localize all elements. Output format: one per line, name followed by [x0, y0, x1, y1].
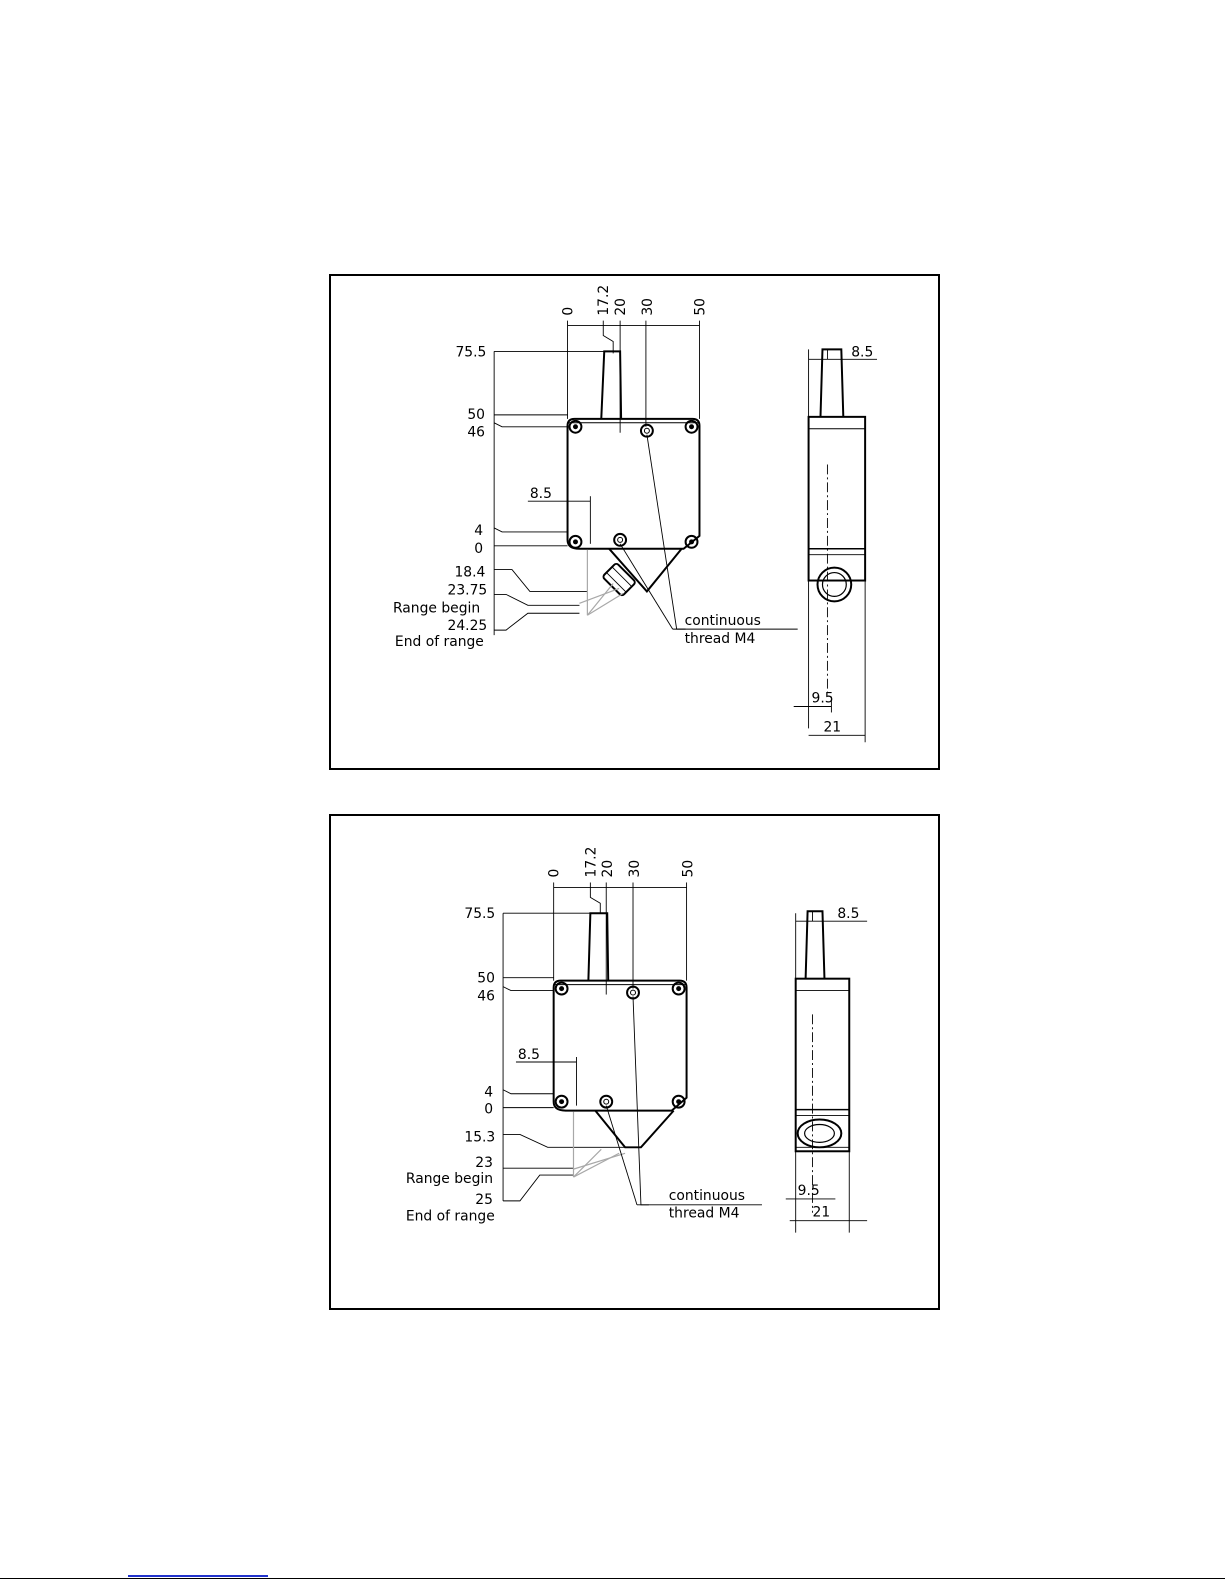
dim-y-75-5: 75.5: [464, 906, 495, 922]
dim-x-50: 50: [692, 298, 708, 316]
dim-y-18-4: 18.4: [454, 565, 485, 581]
dim-y-0: 0: [484, 1102, 493, 1118]
side-dim-8-5: 8.5: [851, 344, 873, 360]
dim-y-23-75: 23.75: [448, 582, 488, 598]
page-footer-rule: [0, 1578, 1225, 1579]
dim-x-0: 0: [561, 307, 577, 316]
thread-hole-icon: [614, 425, 653, 546]
dim-x-20: 20: [613, 298, 629, 316]
dim-y-50: 50: [467, 407, 485, 423]
side-view: 8.5 9.5 21: [794, 344, 877, 742]
dim-y-4: 4: [474, 523, 483, 539]
side-dim-9-5: 9.5: [798, 1183, 820, 1199]
screw-icon: [570, 421, 698, 548]
dim-8-5: 8.5: [530, 486, 552, 502]
note-thread-m4: thread M4: [685, 631, 756, 647]
dim-y-46: 46: [467, 425, 485, 441]
dim-x-20: 20: [600, 860, 616, 878]
dim-y-0: 0: [474, 541, 483, 557]
footer-link-underline: [128, 1575, 268, 1577]
drawing-panel-2: 0 17.2 20 30 50 75.5 50 46 8.5 4 0 15.3 …: [329, 814, 940, 1310]
screw-icon: [556, 983, 685, 1108]
side-view: 8.5 9.5 21: [786, 906, 867, 1232]
dim-x-50: 50: [681, 860, 697, 878]
dim-x-0: 0: [547, 869, 563, 878]
side-dim-9-5: 9.5: [812, 691, 834, 707]
label-range-begin: Range begin: [406, 1171, 493, 1187]
note-continuous: continuous: [669, 1188, 745, 1204]
note-continuous: continuous: [685, 613, 761, 629]
dim-x-17-2: 17.2: [583, 847, 599, 878]
dim-y-15-3: 15.3: [464, 1129, 495, 1145]
dim-x-30: 30: [640, 298, 656, 316]
technical-drawing-1: 0 17.2 20 30 50 75.5 50 46 8.5 4 0 18.4 …: [331, 276, 938, 768]
dim-y-75-5: 75.5: [455, 344, 486, 360]
side-dim-21: 21: [823, 719, 841, 735]
label-end-of-range: End of range: [406, 1209, 495, 1225]
side-dim-8-5: 8.5: [837, 906, 859, 922]
sensor-body: [568, 419, 700, 549]
dim-x-30: 30: [627, 860, 643, 878]
dim-y-25: 25: [475, 1192, 493, 1208]
dim-x-17-2: 17.2: [596, 285, 612, 316]
dim-y-23: 23: [475, 1155, 493, 1171]
label-range-begin: Range begin: [393, 600, 480, 616]
dim-y-24-25: 24.25: [448, 618, 488, 634]
dim-y-50: 50: [477, 971, 495, 987]
dim-8-5: 8.5: [518, 1047, 540, 1063]
dim-y-46: 46: [477, 989, 495, 1005]
side-dim-21: 21: [813, 1205, 831, 1221]
note-thread-m4: thread M4: [669, 1206, 740, 1222]
technical-drawing-2: 0 17.2 20 30 50 75.5 50 46 8.5 4 0 15.3 …: [331, 816, 938, 1308]
drawing-panel-1: 0 17.2 20 30 50 75.5 50 46 8.5 4 0 18.4 …: [329, 274, 940, 770]
dim-y-4: 4: [484, 1085, 493, 1101]
sensor-body: [554, 981, 687, 1111]
label-end-of-range: End of range: [395, 634, 484, 650]
